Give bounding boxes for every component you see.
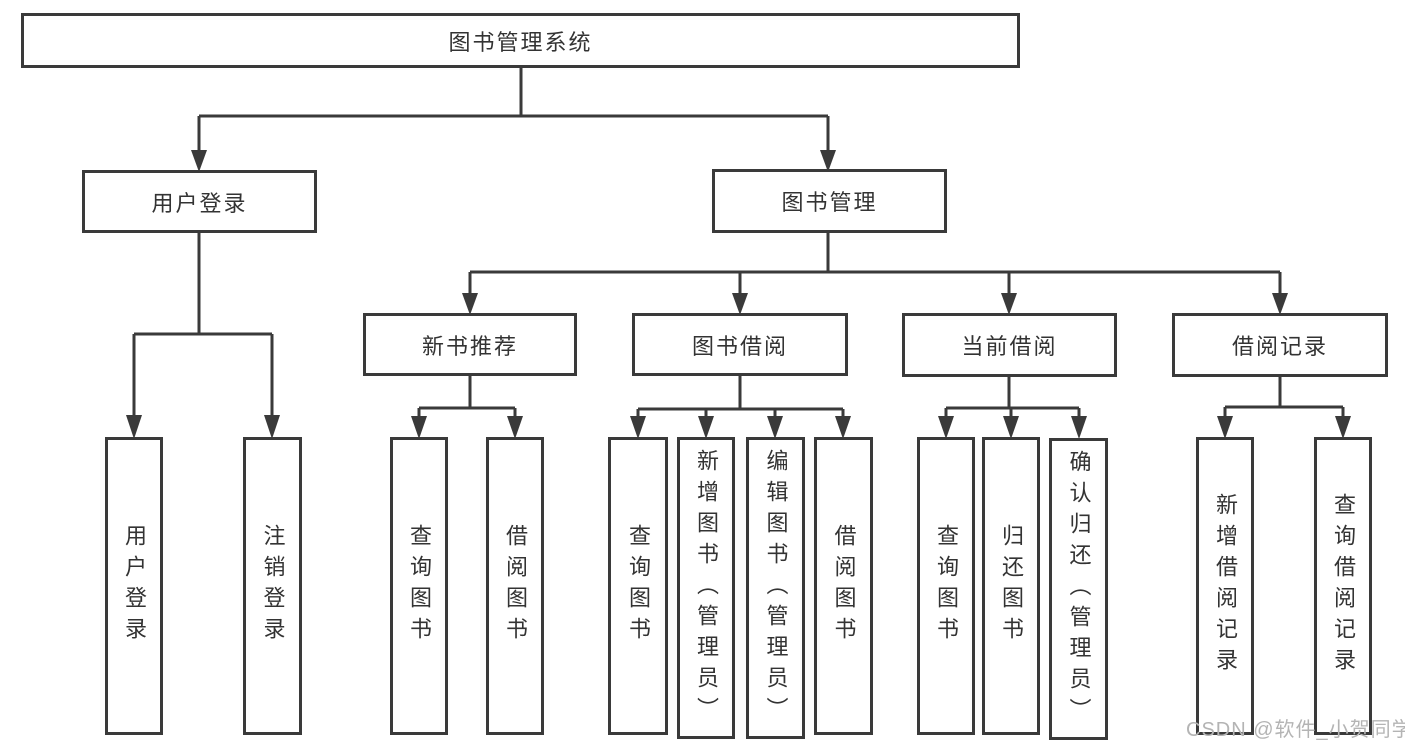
leaf-query-book-3: 查询图书	[917, 437, 975, 735]
leaf-add-borrow-record: 新增借阅记录	[1196, 437, 1254, 735]
leaf-query-book-2: 查询图书	[608, 437, 668, 735]
leaf-return-book: 归还图书	[982, 437, 1040, 735]
leaf-user-login: 用户登录	[105, 437, 163, 735]
csdn-watermark: CSDN @软件_小贺同学	[1186, 719, 1405, 741]
leaf-confirm-return-admin: 确认归还（管理员）	[1049, 438, 1108, 740]
node-book-management: 图书管理	[712, 169, 947, 233]
connector-new-book	[411, 376, 523, 439]
node-new-book-recommend: 新书推荐	[363, 313, 577, 376]
node-book-borrow: 图书借阅	[632, 313, 848, 376]
connector-book-borrow	[630, 376, 851, 439]
leaf-edit-book-admin: 编辑图书（管理员）	[746, 437, 805, 739]
leaf-borrow-book-1: 借阅图书	[486, 437, 544, 735]
node-user-login: 用户登录	[82, 170, 317, 233]
node-root-system: 图书管理系统	[21, 13, 1020, 68]
leaf-add-book-admin: 新增图书（管理员）	[677, 437, 735, 739]
connector-management	[462, 233, 1288, 315]
node-current-borrow: 当前借阅	[902, 313, 1117, 377]
leaf-borrow-book-2: 借阅图书	[814, 437, 873, 735]
connector-borrow-record	[1217, 377, 1351, 439]
leaf-query-book-1: 查询图书	[390, 437, 448, 735]
connector-root	[191, 67, 836, 172]
node-borrow-record: 借阅记录	[1172, 313, 1388, 377]
leaf-logout: 注销登录	[243, 437, 302, 735]
connector-login	[126, 233, 280, 439]
connector-current-borrow	[938, 377, 1087, 439]
leaf-query-borrow-record: 查询借阅记录	[1314, 437, 1372, 735]
